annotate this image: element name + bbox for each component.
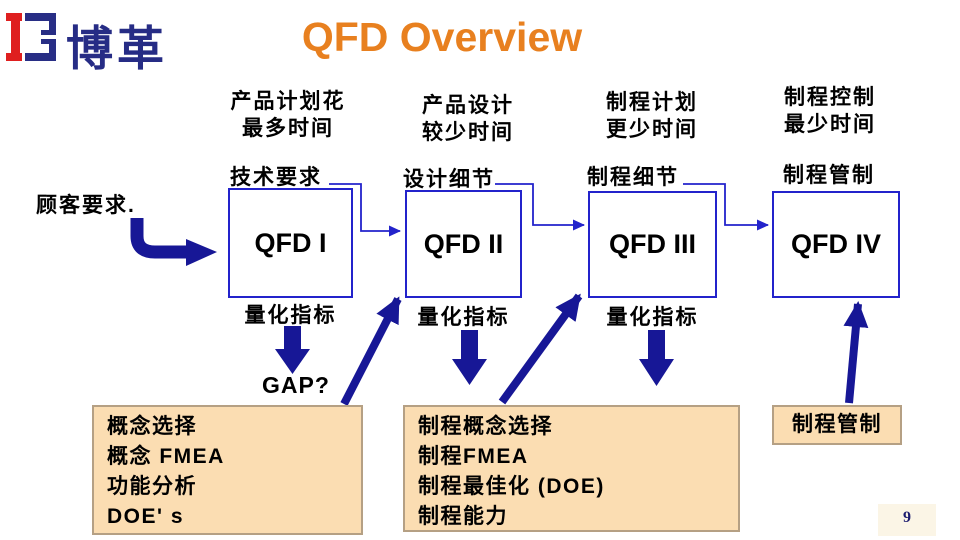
diagonal-arrow-to-qfd3 [498,293,583,405]
concept-tools-box: 概念选择 概念 FMEA 功能分析 DOE' s [92,405,363,535]
process-details-label: 制程细节 [587,166,679,189]
qfd-1-box: QFD I [228,188,353,298]
down-arrow-2 [452,330,487,385]
customer-requirements-label: 顾客要求. [36,194,136,217]
page-number-background [878,504,936,536]
connector-qfd1-qfd2 [329,183,401,237]
quantified-metrics-label-3: 量化指标 [606,306,699,329]
design-details-label: 设计细节 [403,168,495,191]
down-arrow-1 [275,326,310,374]
quantified-metrics-label-1: 量化指标 [244,304,337,327]
gap-question-label: GAP? [262,372,330,398]
vertical-arrow-to-qfd4 [843,301,869,404]
down-arrow-3 [639,330,674,386]
technical-requirements-label: 技术要求 [230,166,322,189]
qfd-4-box: QFD IV [772,191,900,298]
column-header-2: 产品设计较少时间 [422,94,514,144]
column-header-4: 制程控制最少时间 [784,86,876,136]
process-tools-box: 制程概念选择 制程FMEA 制程最佳化 (DOE) 制程能力 [403,405,740,532]
customer-flow-arrow [130,218,217,266]
qfd-2-box: QFD II [405,190,522,298]
connector-qfd2-qfd3 [495,183,585,231]
qfd-3-label: QFD III [609,229,696,259]
qfd-3-box: QFD III [588,191,717,298]
column-header-1: 产品计划花最多时间 [230,90,346,140]
company-logo-text: 博革 [66,22,168,75]
page-number: 9 [903,509,911,526]
company-logo-icon [6,13,56,61]
quantified-metrics-label-2: 量化指标 [417,306,510,329]
connector-qfd3-qfd4 [683,183,769,231]
process-control-label: 制程管制 [783,164,875,187]
page-title: QFD Overview [301,14,583,60]
qfd-2-label: QFD II [423,228,504,259]
diagonal-arrow-to-qfd2 [340,296,402,406]
column-header-3: 制程计划更少时间 [606,91,698,141]
qfd-4-label: QFD IV [790,229,881,259]
qfd-1-label: QFD I [254,227,327,258]
process-control-box: 制程管制 [772,405,902,445]
